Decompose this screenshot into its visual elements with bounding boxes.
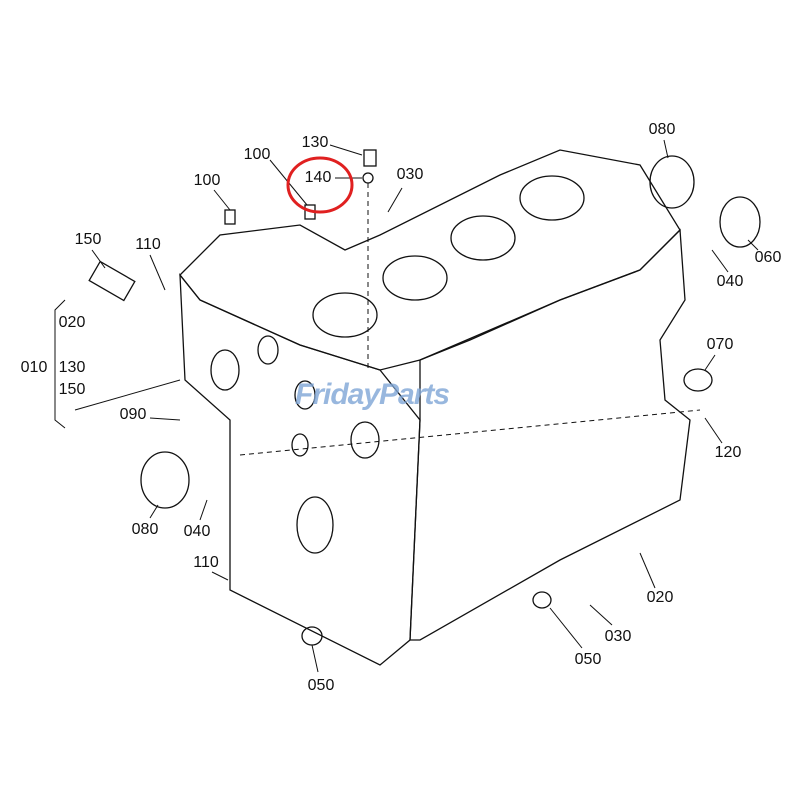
part-label[interactable]: 080 — [648, 121, 676, 138]
part-label[interactable]: 100 — [193, 172, 221, 189]
part-label[interactable]: 020 — [58, 314, 86, 331]
part-label[interactable]: 110 — [135, 236, 161, 253]
part-label[interactable]: 150 — [74, 231, 102, 248]
part-label[interactable]: 020 — [646, 589, 674, 606]
part-label[interactable]: 040 — [716, 273, 744, 290]
part-label[interactable]: 060 — [754, 249, 782, 266]
part-label[interactable]: 100 — [243, 146, 271, 163]
part-label[interactable]: 030 — [396, 166, 424, 183]
part-label[interactable]: 080 — [131, 521, 159, 538]
side-face — [409, 228, 691, 641]
part-label[interactable]: 040 — [183, 523, 211, 540]
cylinder-bore — [519, 175, 585, 221]
watermark-text: FridayParts — [295, 378, 450, 411]
part-150 — [88, 260, 136, 302]
part-080-top — [649, 155, 695, 209]
highlight-circle-140 — [286, 156, 354, 214]
front-face — [179, 273, 421, 666]
part-060 — [719, 196, 761, 248]
part-070 — [683, 368, 713, 392]
watermark-logo: FridayParts — [295, 378, 450, 412]
part-label[interactable]: 130 — [58, 359, 86, 376]
part-label[interactable]: 110 — [193, 554, 219, 571]
cylinder-head-deck — [179, 149, 681, 371]
part-label[interactable]: 070 — [706, 336, 734, 353]
part-label[interactable]: 120 — [714, 444, 742, 461]
part-label[interactable]: 010 — [20, 359, 48, 376]
part-080-left — [140, 451, 190, 509]
cylinder-bore — [450, 215, 516, 261]
part-label[interactable]: 090 — [119, 406, 147, 423]
part-label-highlighted[interactable]: 140 — [304, 169, 332, 186]
part-label[interactable]: 050 — [307, 677, 335, 694]
part-label[interactable]: 130 — [301, 134, 329, 151]
part-label[interactable]: 050 — [574, 651, 602, 668]
part-label[interactable]: 150 — [58, 381, 86, 398]
part-label[interactable]: 030 — [604, 628, 632, 645]
cylinder-bore — [312, 292, 378, 338]
cylinder-bore — [382, 255, 448, 301]
